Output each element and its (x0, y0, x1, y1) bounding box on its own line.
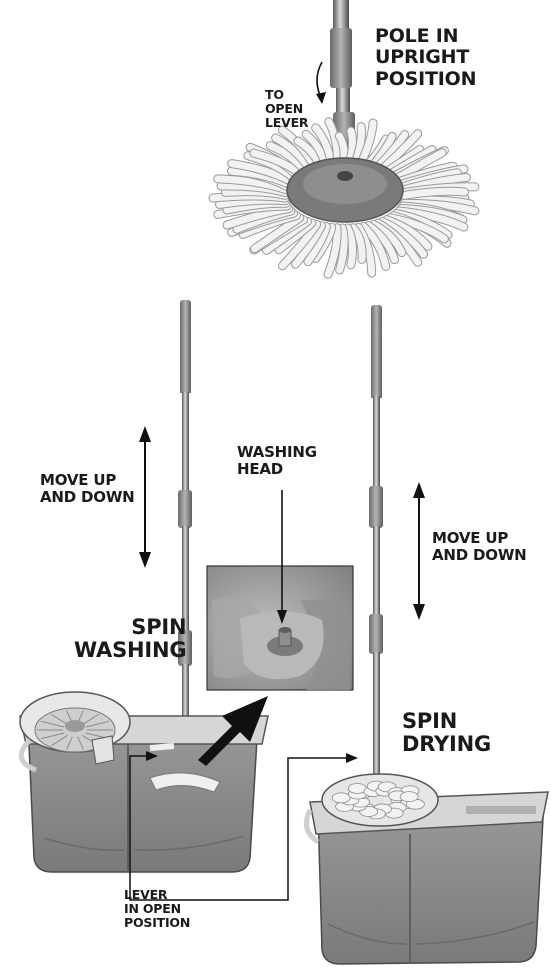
mop-hub-top (303, 164, 387, 204)
left-bucket-latch (149, 743, 175, 751)
spin-drying-label: SPIN DRYING (402, 709, 492, 757)
basket-spoke (82, 713, 99, 725)
annotations (129, 426, 425, 901)
right-up-arrowhead (413, 482, 425, 498)
lever-leader-left-head (146, 751, 158, 761)
fiber-strand (401, 187, 469, 199)
lever-arrow-head (316, 92, 326, 104)
right-pole-shaft1 (373, 396, 380, 488)
to-open-lever-label: TO OPEN LEVER (265, 87, 309, 130)
basket-spoke (77, 736, 84, 750)
lever-leader-right (198, 757, 352, 901)
mop-hub-center (337, 171, 353, 181)
right-down-arrowhead (413, 604, 425, 620)
foot-pedal (91, 735, 115, 765)
left-mop-fibers (149, 772, 221, 793)
fiber-strand (349, 224, 366, 263)
left-bucket-ridge (43, 835, 245, 851)
dry-fiber-tuft (331, 792, 351, 804)
left-pole-shaft1 (182, 392, 189, 492)
lever-open-label: LEVER IN OPEN POSITION (124, 887, 191, 930)
pole-upright-label: POLE IN UPRIGHT POSITION (375, 25, 477, 90)
move-up-down-right-label: MOVE UP AND DOWN (432, 529, 527, 564)
inset-washing-tip (279, 627, 291, 633)
basket-spoke (51, 735, 68, 747)
spin-washing-label: SPIN WASHING (74, 615, 187, 663)
right-pole-lock2 (369, 614, 383, 654)
right-bucket (303, 773, 549, 965)
fiber-strand (291, 222, 325, 268)
fiber-strand (344, 224, 357, 269)
fiber-strand (365, 222, 399, 264)
right-pole-lock1 (369, 486, 383, 528)
right-bucket-inner (466, 806, 536, 814)
right-pole-shaft2 (373, 526, 380, 618)
spinner-hub (65, 720, 85, 732)
right-bucket-ridge (327, 921, 535, 945)
basket-spoke (40, 720, 65, 728)
left-bucket-handle (18, 738, 37, 773)
right-pole-grip (371, 333, 382, 398)
right-mop-pole (369, 305, 383, 782)
fiber-strand (228, 160, 297, 187)
fiber-strand (360, 223, 390, 270)
top-mop (208, 0, 480, 279)
basket-spoke (66, 736, 73, 750)
lever-leader-left (129, 755, 198, 901)
fiber-strand (304, 223, 330, 266)
left-up-arrowhead (139, 426, 151, 442)
right-pole-cap (371, 305, 382, 335)
left-pole-shaft2 (182, 526, 189, 634)
top-pole-lever (330, 28, 352, 88)
fiber-strand (336, 224, 348, 274)
basket-spoke (40, 732, 65, 740)
big-arrow-to-inset (198, 696, 268, 766)
left-pole-lock2 (178, 630, 192, 666)
dry-fiber-tuft (399, 791, 419, 803)
right-pole-shaft3 (373, 652, 380, 782)
basket-spoke (85, 720, 110, 728)
left-pole-cap (180, 300, 191, 330)
fiber-strand (324, 224, 341, 278)
right-bucket-handle (303, 808, 320, 845)
washing-head-arrow (277, 610, 287, 624)
move-up-down-left-label: MOVE UP AND DOWN (40, 471, 135, 506)
left-mop-pole (178, 300, 192, 784)
basket-spoke (51, 713, 68, 725)
washing-head-label: WASHING HEAD (237, 443, 317, 478)
right-bucket-body (317, 799, 545, 965)
washing-head-inset (206, 565, 354, 691)
left-pole-lock1 (178, 490, 192, 528)
drying-mop-fibers (331, 780, 425, 820)
fiber-strand (312, 223, 336, 262)
lever-leader-right-head (346, 753, 358, 763)
fiber-strand (278, 220, 321, 270)
left-down-arrowhead (139, 552, 151, 568)
left-pole-grip (180, 328, 191, 393)
